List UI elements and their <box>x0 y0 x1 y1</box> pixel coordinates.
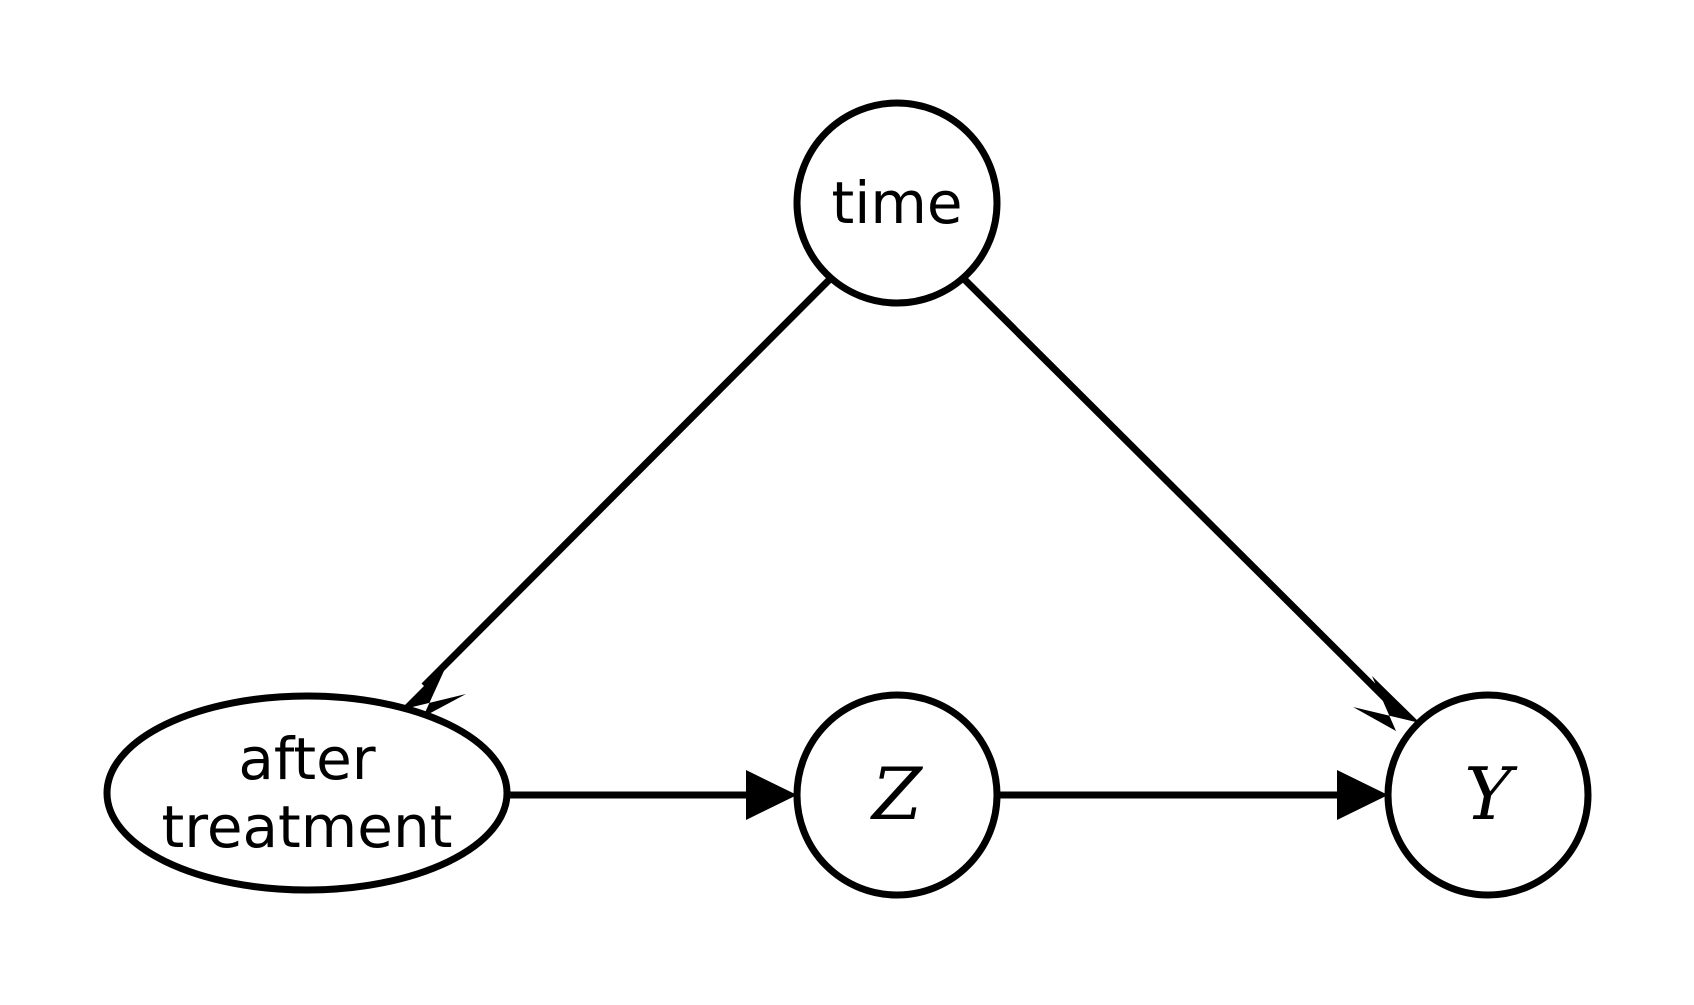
node-time-circle[interactable] <box>793 99 1001 307</box>
node-Z-circle[interactable] <box>793 691 1001 899</box>
node-Z-label: Z <box>870 752 924 836</box>
node-Y-circle[interactable] <box>1384 691 1592 899</box>
node-Y-label: Y <box>1464 752 1518 836</box>
edge-line-time-after-treatment <box>421 274 835 689</box>
node-time-label: time <box>831 169 962 237</box>
edge-after-treatment-to-Z <box>507 770 797 820</box>
node-after-treatment-ellipse[interactable] <box>103 692 511 894</box>
node-after-treatment[interactable]: after treatment <box>103 692 511 894</box>
edge-line-time-Y <box>959 274 1403 716</box>
edge-time-to-after-treatment <box>400 274 835 717</box>
node-after-treatment-label-line1: after <box>238 725 375 793</box>
arrowhead-Z-Y <box>1337 770 1388 820</box>
node-after-treatment-label-line2: treatment <box>162 793 453 861</box>
arrowhead-after-treatment-Z <box>746 770 797 820</box>
edge-Z-to-Y <box>997 770 1388 820</box>
arrowhead-time-after-treatment <box>400 662 466 717</box>
edge-time-to-Y <box>959 274 1420 731</box>
node-Y[interactable]: Y <box>1384 691 1592 899</box>
node-time[interactable]: time <box>793 99 1001 307</box>
arrowhead-time-Y <box>1353 676 1420 731</box>
node-Z[interactable]: Z <box>793 691 1001 899</box>
